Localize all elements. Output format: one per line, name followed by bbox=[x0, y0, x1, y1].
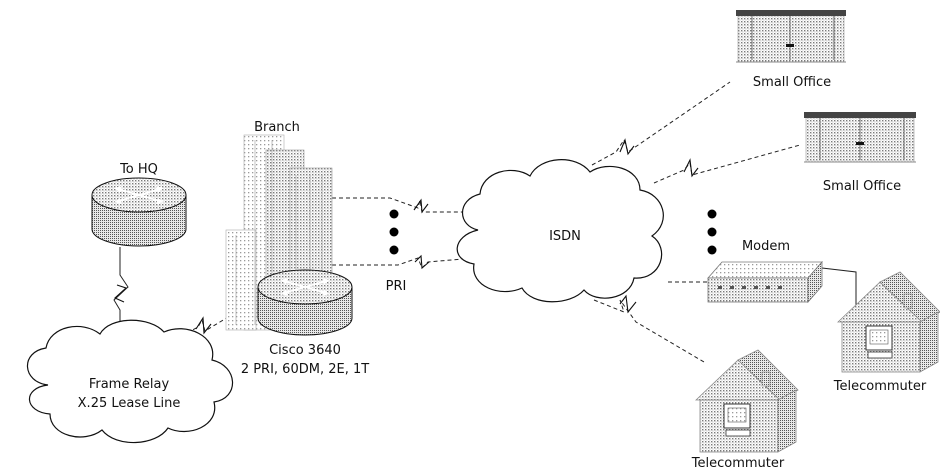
small-office-label-2: Small Office bbox=[823, 179, 901, 194]
branch-label: Branch bbox=[254, 120, 300, 135]
labels: To HQ Branch PRI Cisco 3640 2 PRI, 60DM,… bbox=[78, 75, 927, 471]
office-icon-2 bbox=[804, 112, 916, 163]
router-cisco-icon bbox=[257, 269, 353, 336]
isdn-label: ISDN bbox=[549, 229, 581, 244]
pri-link-top bbox=[332, 197, 474, 213]
small-office-label-1: Small Office bbox=[753, 75, 831, 90]
isdn-tele2-link bbox=[593, 299, 705, 363]
modem-tele1-link bbox=[821, 267, 857, 306]
lease-line-label: X.25 Lease Line bbox=[78, 396, 181, 411]
house-icon-2 bbox=[695, 349, 799, 453]
cisco-model-label: Cisco 3640 bbox=[269, 343, 341, 358]
modem-icon bbox=[707, 260, 823, 304]
modem-channel-dots bbox=[707, 209, 717, 255]
router-hq-icon bbox=[91, 177, 187, 247]
isdn-cloud-icon bbox=[456, 159, 664, 303]
frame-relay-cloud-icon bbox=[26, 319, 234, 444]
pri-label: PRI bbox=[386, 279, 407, 294]
office-icon-1 bbox=[736, 10, 846, 63]
pri-channel-dots bbox=[389, 209, 399, 255]
telecommuter-label-2: Telecommuter bbox=[691, 456, 785, 471]
zigzags bbox=[114, 138, 699, 335]
telecommuter-label-1: Telecommuter bbox=[833, 379, 927, 394]
modem-label: Modem bbox=[742, 239, 790, 254]
cisco-config-label: 2 PRI, 60DM, 2E, 1T bbox=[241, 362, 369, 377]
frame-relay-label: Frame Relay bbox=[89, 377, 170, 392]
isdn-office1-link bbox=[591, 81, 731, 166]
house-icon-1 bbox=[837, 271, 940, 373]
isdn-office2-link bbox=[653, 144, 801, 184]
to-hq-label: To HQ bbox=[119, 162, 158, 177]
hq-link bbox=[113, 247, 129, 362]
pri-link-bottom bbox=[332, 257, 475, 269]
